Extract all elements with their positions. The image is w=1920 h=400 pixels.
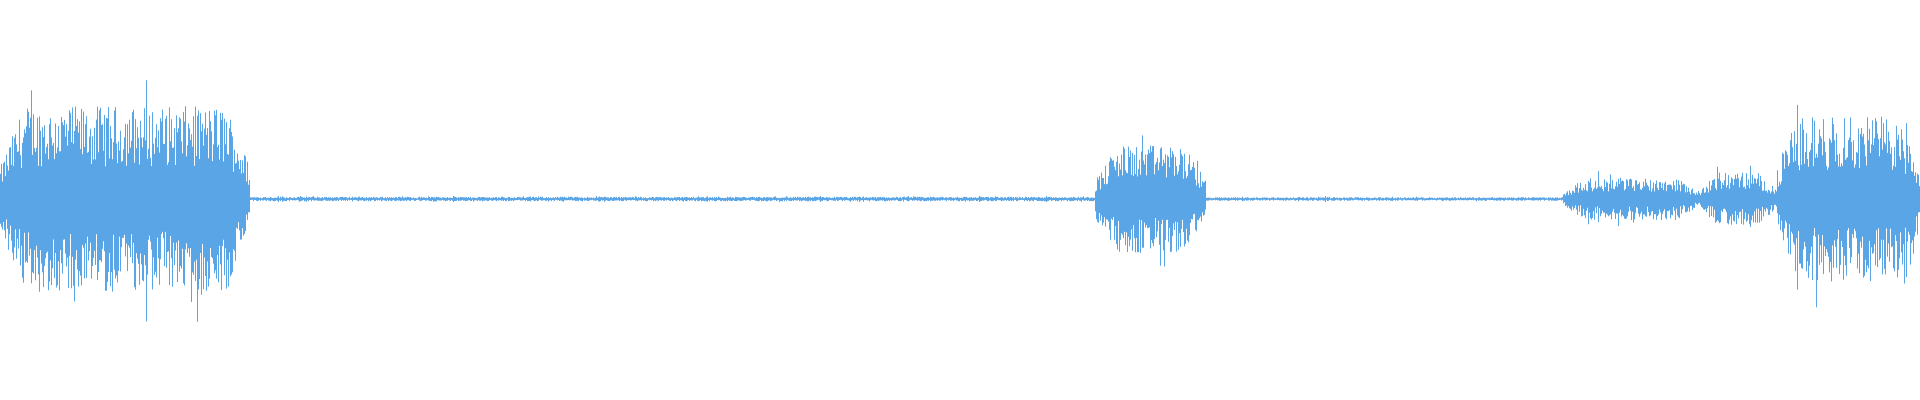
waveform-bars — [0, 80, 1920, 322]
waveform-path — [0, 80, 1920, 322]
